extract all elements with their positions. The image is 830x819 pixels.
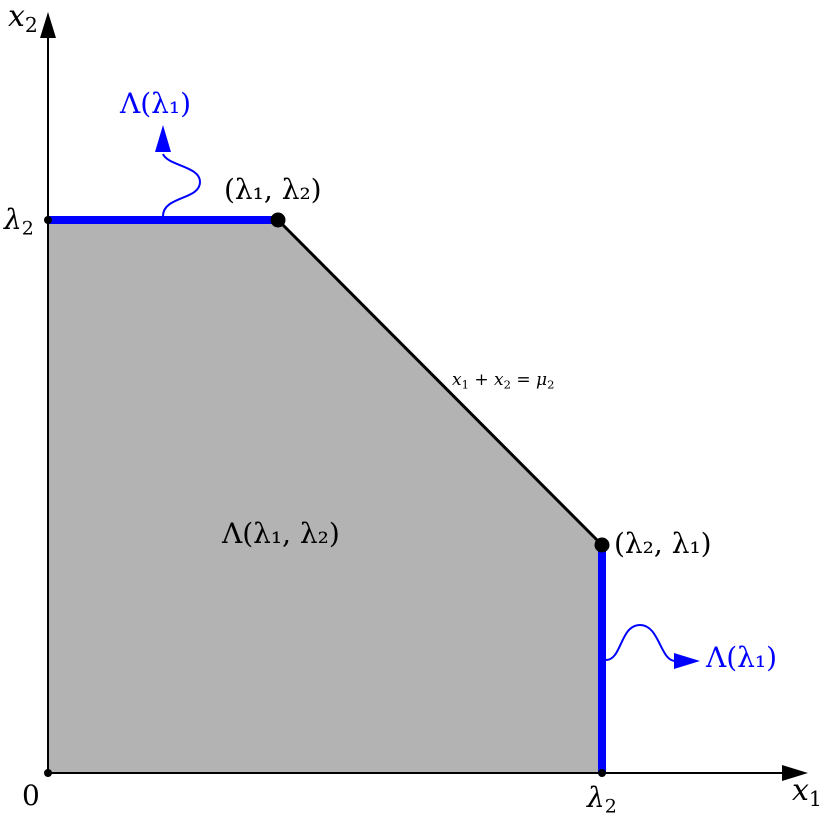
face-top-label: Λ(λ₁) bbox=[120, 87, 192, 120]
origin-dot bbox=[44, 769, 52, 777]
vertex-1-label: (λ₁, λ₂) bbox=[224, 173, 322, 206]
y-axis-arrow-icon bbox=[40, 12, 56, 38]
x-tick-dot bbox=[598, 769, 606, 777]
y-axis-label: x2 bbox=[8, 0, 38, 38]
x-tick-label: λ2 bbox=[587, 781, 617, 818]
vertex-2-label: (λ₂, λ₁) bbox=[614, 527, 712, 560]
face-right-pointer bbox=[605, 623, 677, 663]
constraint-label: x1 + x2 = μ2 bbox=[452, 370, 555, 392]
x-axis-label: x1 bbox=[792, 773, 822, 812]
constraint-line bbox=[276, 218, 604, 547]
face-top-pointer bbox=[162, 153, 202, 217]
vertex-1-dot bbox=[270, 212, 286, 228]
vertex-2-dot bbox=[594, 537, 610, 553]
region-label: Λ(λ₁, λ₂) bbox=[222, 517, 340, 550]
x-axis-arrow-icon bbox=[782, 765, 808, 781]
y-tick-label: λ2 bbox=[4, 203, 34, 240]
face-right-label: Λ(λ₁) bbox=[706, 641, 778, 674]
face-right-arrow-icon bbox=[674, 653, 700, 669]
capacity-region bbox=[48, 220, 602, 773]
y-tick-dot bbox=[44, 216, 52, 224]
face-top-arrow-icon bbox=[155, 125, 171, 152]
origin-label: 0 bbox=[22, 779, 40, 812]
